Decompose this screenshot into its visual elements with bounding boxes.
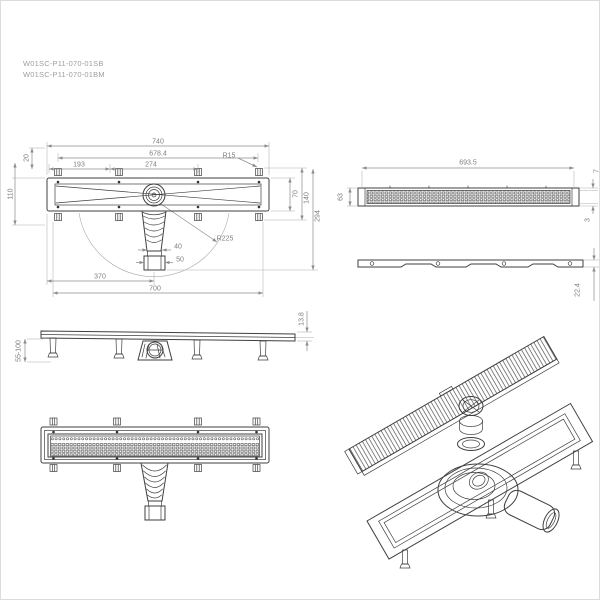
dim-overall-depth: 294: [314, 210, 322, 222]
part-number-1: W01SC-P11-070-01SB: [23, 59, 104, 68]
dim-base-length: 700: [149, 285, 161, 293]
adjustable-legs: [47, 337, 269, 361]
dim-grate-profile-height: 22.4: [574, 283, 582, 297]
corrugated-hose-assembled: [140, 462, 169, 521]
dim-outlet-body-width: 50: [176, 256, 184, 264]
swivel-arc: [78, 212, 230, 278]
dim-channel-inner-width: 70: [292, 190, 300, 198]
outlet-pipe: [143, 255, 166, 271]
drain-outlet-circle: [142, 183, 166, 207]
grate-outline: [357, 187, 580, 207]
view-body-plan: [12, 142, 318, 297]
view-grate-plan: [347, 166, 598, 214]
view-grate-profile: [357, 248, 599, 301]
channel-profile: [40, 330, 296, 342]
dim-outlet-neck-width: 40: [174, 243, 182, 251]
siphon-trap-front: [137, 340, 173, 361]
iso-seal-cylinder: [459, 415, 483, 435]
outlet-pipe-assembled: [144, 505, 166, 521]
dim-grate-width: 63: [337, 193, 345, 201]
iso-clamp-ring: [458, 396, 484, 416]
dim-body-width: 110: [7, 188, 15, 200]
iso-siphon-trap: [437, 463, 560, 533]
dim-body-overall-length: 740: [152, 138, 164, 146]
dim-corner-radius: R15: [222, 152, 236, 160]
dim-hose-swivel-radius: R225: [216, 235, 234, 243]
grate-slot-row: [51, 436, 259, 442]
view-assembled-plan: [40, 417, 270, 521]
dim-edge-profile-height: 13.8: [298, 312, 306, 326]
dim-outlet-offset: 370: [94, 273, 106, 281]
dim-grate-length: 693.5: [459, 159, 477, 167]
dim-foot-pitch-center: 274: [145, 161, 157, 169]
dim-body-outer-width: 140: [303, 192, 311, 204]
grate-perforation: [366, 190, 571, 204]
view-isometric-exploded: [344, 335, 594, 569]
grate-perforation-installed: [51, 442, 259, 456]
iso-flange-ring: [457, 437, 485, 451]
part-number-2: W01SC-P11-070-01BM: [23, 70, 105, 79]
dim-leg-height-range: 55-100: [15, 340, 23, 362]
corrugated-hose: [141, 210, 167, 271]
iso-outlet-spigot: [503, 489, 560, 533]
dim-flange-offset: 20: [23, 154, 31, 162]
dim-grate-rim-top: 7: [593, 169, 600, 173]
view-elevation: [23, 311, 314, 363]
dim-body-mount-span: 678.4: [149, 150, 167, 158]
iso-grate: [344, 335, 560, 476]
dim-foot-pitch-left: 193: [73, 161, 85, 169]
dim-grate-rim-bottom: 3: [584, 218, 592, 222]
iso-channel-body: [366, 402, 594, 560]
grate-profile-strip: [357, 259, 584, 268]
